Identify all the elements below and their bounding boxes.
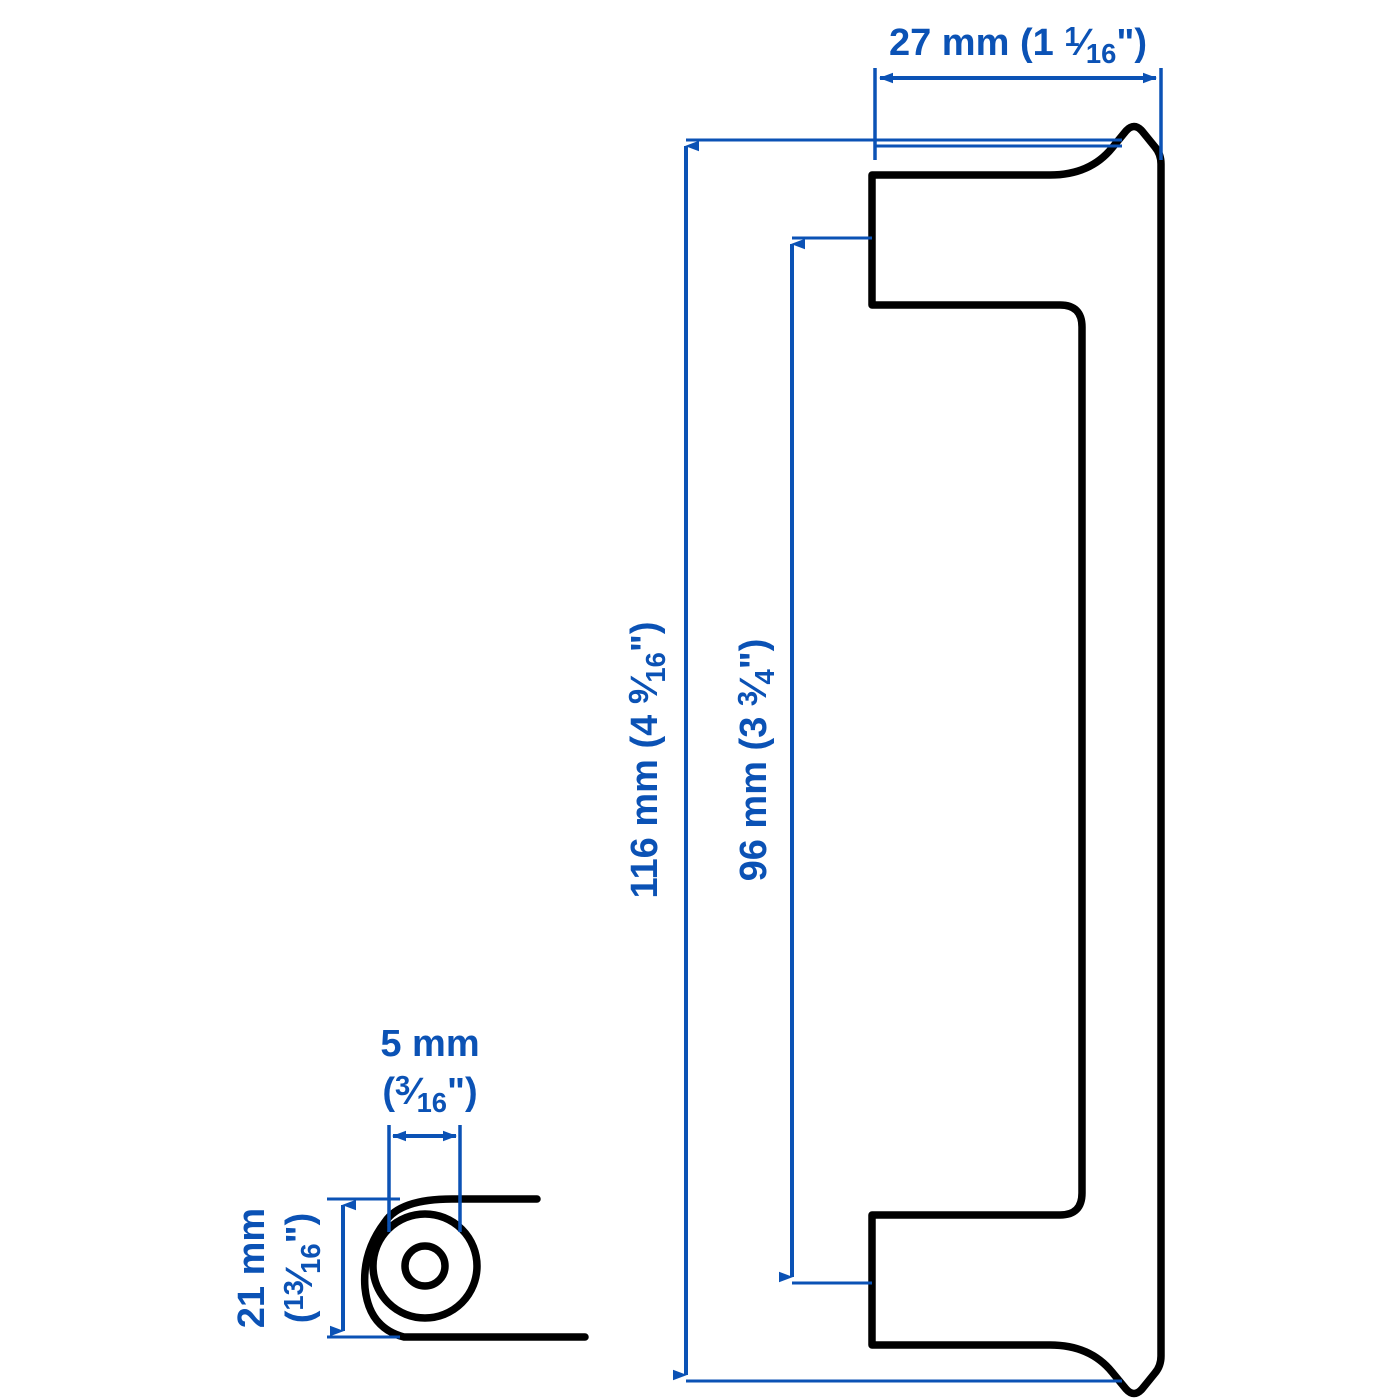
dimension-5mm — [387, 1125, 462, 1232]
label-5mm: 5 mm (3⁄16") — [380, 1023, 479, 1118]
label-5mm-line1: 5 mm — [380, 1023, 479, 1065]
label-27mm: 27 mm (1 1⁄16") — [889, 21, 1147, 69]
label-96mm: 96 mm (3 3⁄4") — [732, 639, 780, 882]
handle-profile-outline — [868, 122, 1165, 1398]
dimension-27mm — [873, 68, 1163, 160]
label-21mm-line2: (13⁄16") — [278, 1213, 326, 1324]
label-21mm: 21 mm (13⁄16") — [231, 1208, 326, 1328]
detail-outer-curve — [360, 1218, 589, 1341]
label-27mm-text: 27 mm (1 1⁄16") — [889, 21, 1147, 69]
label-21mm-line1: 21 mm — [231, 1208, 273, 1328]
label-96mm-text: 96 mm (3 3⁄4") — [732, 639, 780, 882]
label-116mm-text: 116 mm (4 9⁄16") — [623, 621, 671, 898]
label-5mm-line2: (3⁄16") — [382, 1070, 477, 1118]
detail-outer-circle — [369, 1210, 481, 1322]
dimension-116mm — [686, 138, 1122, 1383]
detail-inner-circle — [401, 1242, 449, 1290]
side-profile-view — [868, 122, 1165, 1398]
dimension-96mm — [792, 236, 872, 1285]
detail-section-view — [360, 1195, 589, 1341]
dimension-21mm — [327, 1197, 400, 1339]
label-116mm: 116 mm (4 9⁄16") — [623, 621, 671, 898]
